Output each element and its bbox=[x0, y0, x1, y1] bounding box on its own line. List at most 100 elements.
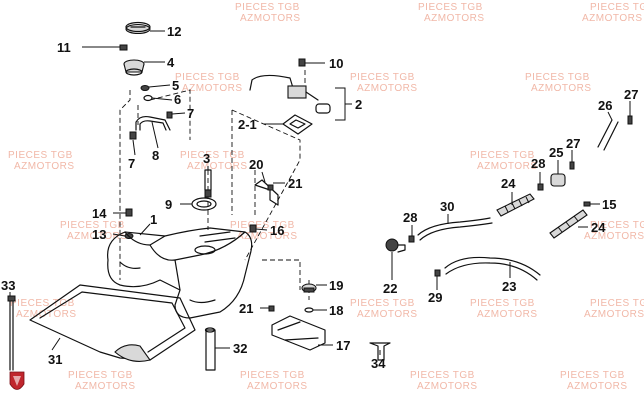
watermark-line2: AZMOTORS bbox=[567, 381, 627, 392]
callout-1: 1 bbox=[150, 212, 157, 227]
watermark-line1: PIECES TGB bbox=[560, 370, 625, 381]
callout-17: 17 bbox=[336, 338, 350, 353]
part-support-bracket bbox=[271, 315, 326, 351]
callout-30: 30 bbox=[440, 199, 454, 214]
watermark-line2: AZMOTORS bbox=[584, 231, 644, 242]
callout-25: 25 bbox=[549, 145, 563, 160]
callout-18: 18 bbox=[329, 303, 343, 318]
part-clamp-15 bbox=[583, 201, 591, 207]
callout-7: 7 bbox=[128, 156, 135, 171]
part-fuel-cap bbox=[125, 21, 151, 35]
part-gasket-ring bbox=[191, 197, 217, 211]
watermark-line1: PIECES TGB bbox=[350, 298, 415, 309]
watermark-line1: PIECES TGB bbox=[235, 2, 300, 13]
part-breather-pipe bbox=[135, 115, 171, 131]
callout-24: 24 bbox=[501, 176, 516, 191]
part-hose-23 bbox=[444, 256, 541, 281]
callout-22: 22 bbox=[383, 281, 397, 296]
callout-27: 27 bbox=[566, 136, 580, 151]
watermark-line2: AZMOTORS bbox=[75, 381, 135, 392]
part-bolt-7 bbox=[129, 111, 173, 140]
part-valve-25 bbox=[550, 173, 566, 187]
part-bolt-16 bbox=[249, 224, 257, 233]
callout-27: 27 bbox=[624, 87, 638, 102]
watermark-line2: AZMOTORS bbox=[582, 13, 642, 24]
callout-2-1: 2-1 bbox=[238, 117, 257, 132]
part-clamp-28b bbox=[408, 235, 415, 243]
brand-shield-logo-icon bbox=[9, 371, 25, 390]
callout-3: 3 bbox=[203, 151, 210, 166]
callout-32: 32 bbox=[233, 341, 247, 356]
watermark-line1: PIECES TGB bbox=[180, 150, 245, 161]
callout-34: 34 bbox=[371, 356, 386, 371]
part-rubber-mount bbox=[301, 283, 317, 293]
callout-4: 4 bbox=[167, 55, 175, 70]
watermark-line1: PIECES TGB bbox=[230, 220, 295, 231]
watermark-layer: PIECES TGB AZMOTORS PIECES TGB AZMOTORS … bbox=[8, 2, 644, 392]
callout-13: 13 bbox=[92, 227, 106, 242]
watermark-line2: AZMOTORS bbox=[477, 309, 537, 320]
callout-labels: 12 11 4 5 6 7 7 8 3 9 14 1 13 10 2 2-1 2… bbox=[1, 24, 638, 371]
callout-7: 7 bbox=[187, 106, 194, 121]
callout-9: 9 bbox=[165, 197, 172, 212]
callout-19: 19 bbox=[329, 278, 343, 293]
part-fuel-pump bbox=[249, 58, 331, 114]
callout-21: 21 bbox=[288, 176, 302, 191]
part-tank-tray bbox=[29, 284, 196, 362]
part-clamp-29 bbox=[434, 269, 441, 277]
watermark-line1: PIECES TGB bbox=[10, 298, 75, 309]
watermark-line1: PIECES TGB bbox=[240, 370, 305, 381]
part-fuel-valve-22 bbox=[385, 238, 406, 253]
callout-23: 23 bbox=[502, 279, 516, 294]
callout-28: 28 bbox=[531, 156, 545, 171]
part-washer-18 bbox=[304, 307, 314, 313]
callout-8: 8 bbox=[152, 148, 159, 163]
watermark-line2: AZMOTORS bbox=[584, 309, 644, 320]
assembly-guides bbox=[119, 70, 310, 300]
part-hose-26 bbox=[597, 119, 619, 151]
callout-28: 28 bbox=[403, 210, 417, 225]
watermark-line1: PIECES TGB bbox=[470, 150, 535, 161]
watermark-line2: AZMOTORS bbox=[237, 231, 297, 242]
callout-11: 11 bbox=[57, 40, 71, 55]
part-clamp-27b bbox=[569, 161, 575, 170]
part-clamp-27a bbox=[627, 115, 633, 125]
watermark-line1: PIECES TGB bbox=[68, 370, 133, 381]
part-clip-34 bbox=[369, 342, 391, 361]
part-screw-11 bbox=[119, 44, 128, 51]
part-rod-33 bbox=[7, 295, 16, 371]
part-bolt-14 bbox=[125, 208, 133, 217]
watermark-line2: AZMOTORS bbox=[67, 231, 127, 242]
part-filler-neck bbox=[123, 59, 145, 76]
callout-24: 24 bbox=[591, 220, 606, 235]
callout-26: 26 bbox=[598, 98, 612, 113]
watermark-line1: PIECES TGB bbox=[60, 220, 125, 231]
watermark-line2: AZMOTORS bbox=[14, 161, 74, 172]
callout-2: 2 bbox=[355, 97, 362, 112]
watermark-line1: PIECES TGB bbox=[175, 72, 240, 83]
callout-29: 29 bbox=[428, 290, 442, 305]
watermark-line2: AZMOTORS bbox=[477, 161, 537, 172]
part-seal-5-6 bbox=[140, 85, 153, 102]
callout-14: 14 bbox=[92, 206, 107, 221]
watermark-line1: PIECES TGB bbox=[350, 72, 415, 83]
watermark-line1: PIECES TGB bbox=[525, 72, 590, 83]
callout-5: 5 bbox=[172, 78, 179, 93]
watermark-line2: AZMOTORS bbox=[424, 13, 484, 24]
leader-lines bbox=[9, 30, 631, 355]
callout-10: 10 bbox=[329, 56, 343, 71]
part-fuel-tank bbox=[107, 227, 253, 319]
part-pump-gasket bbox=[282, 114, 313, 135]
watermark-line1: PIECES TGB bbox=[410, 370, 475, 381]
callout-20: 20 bbox=[249, 157, 263, 172]
callout-21: 21 bbox=[239, 301, 253, 316]
callout-31: 31 bbox=[48, 352, 62, 367]
watermark-line2: AZMOTORS bbox=[240, 13, 300, 24]
callout-12: 12 bbox=[167, 24, 181, 39]
watermark-line1: PIECES TGB bbox=[418, 2, 483, 13]
watermark-line1: PIECES TGB bbox=[590, 298, 644, 309]
callout-16: 16 bbox=[270, 223, 284, 238]
watermark-line2: AZMOTORS bbox=[182, 83, 242, 94]
part-hose-30 bbox=[417, 217, 493, 241]
